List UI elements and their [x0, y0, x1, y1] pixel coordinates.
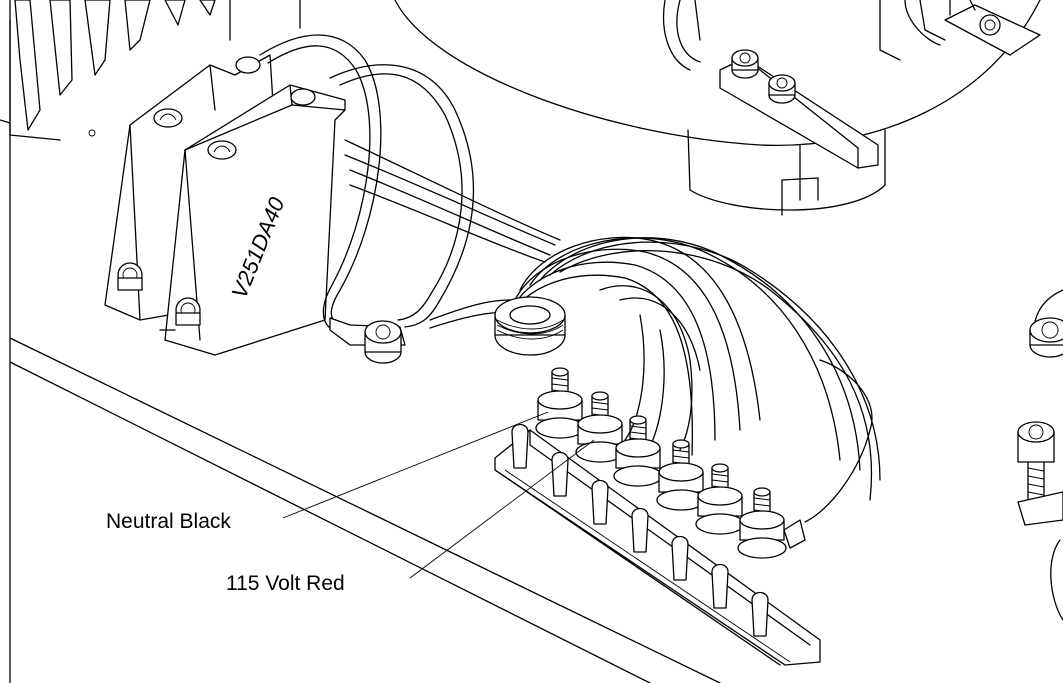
ferrite-coil [494, 296, 566, 356]
terminal-strip [494, 423, 821, 666]
wire-lug [329, 317, 406, 364]
wire-loop [259, 34, 511, 334]
callout-leaders [282, 411, 595, 579]
varistor-blocks: V251DA40 [104, 54, 346, 356]
clamp-bar [719, 49, 879, 169]
heatsink-fins [9, 0, 301, 141]
wire-harness [344, 139, 881, 501]
right-edge-hardware [1017, 289, 1063, 621]
callout-115-volt-red: 115 Volt Red [226, 572, 345, 595]
terminal-studs [535, 359, 873, 559]
callout-neutral-black: Neutral Black [106, 510, 231, 533]
round-housing [394, 0, 1041, 216]
